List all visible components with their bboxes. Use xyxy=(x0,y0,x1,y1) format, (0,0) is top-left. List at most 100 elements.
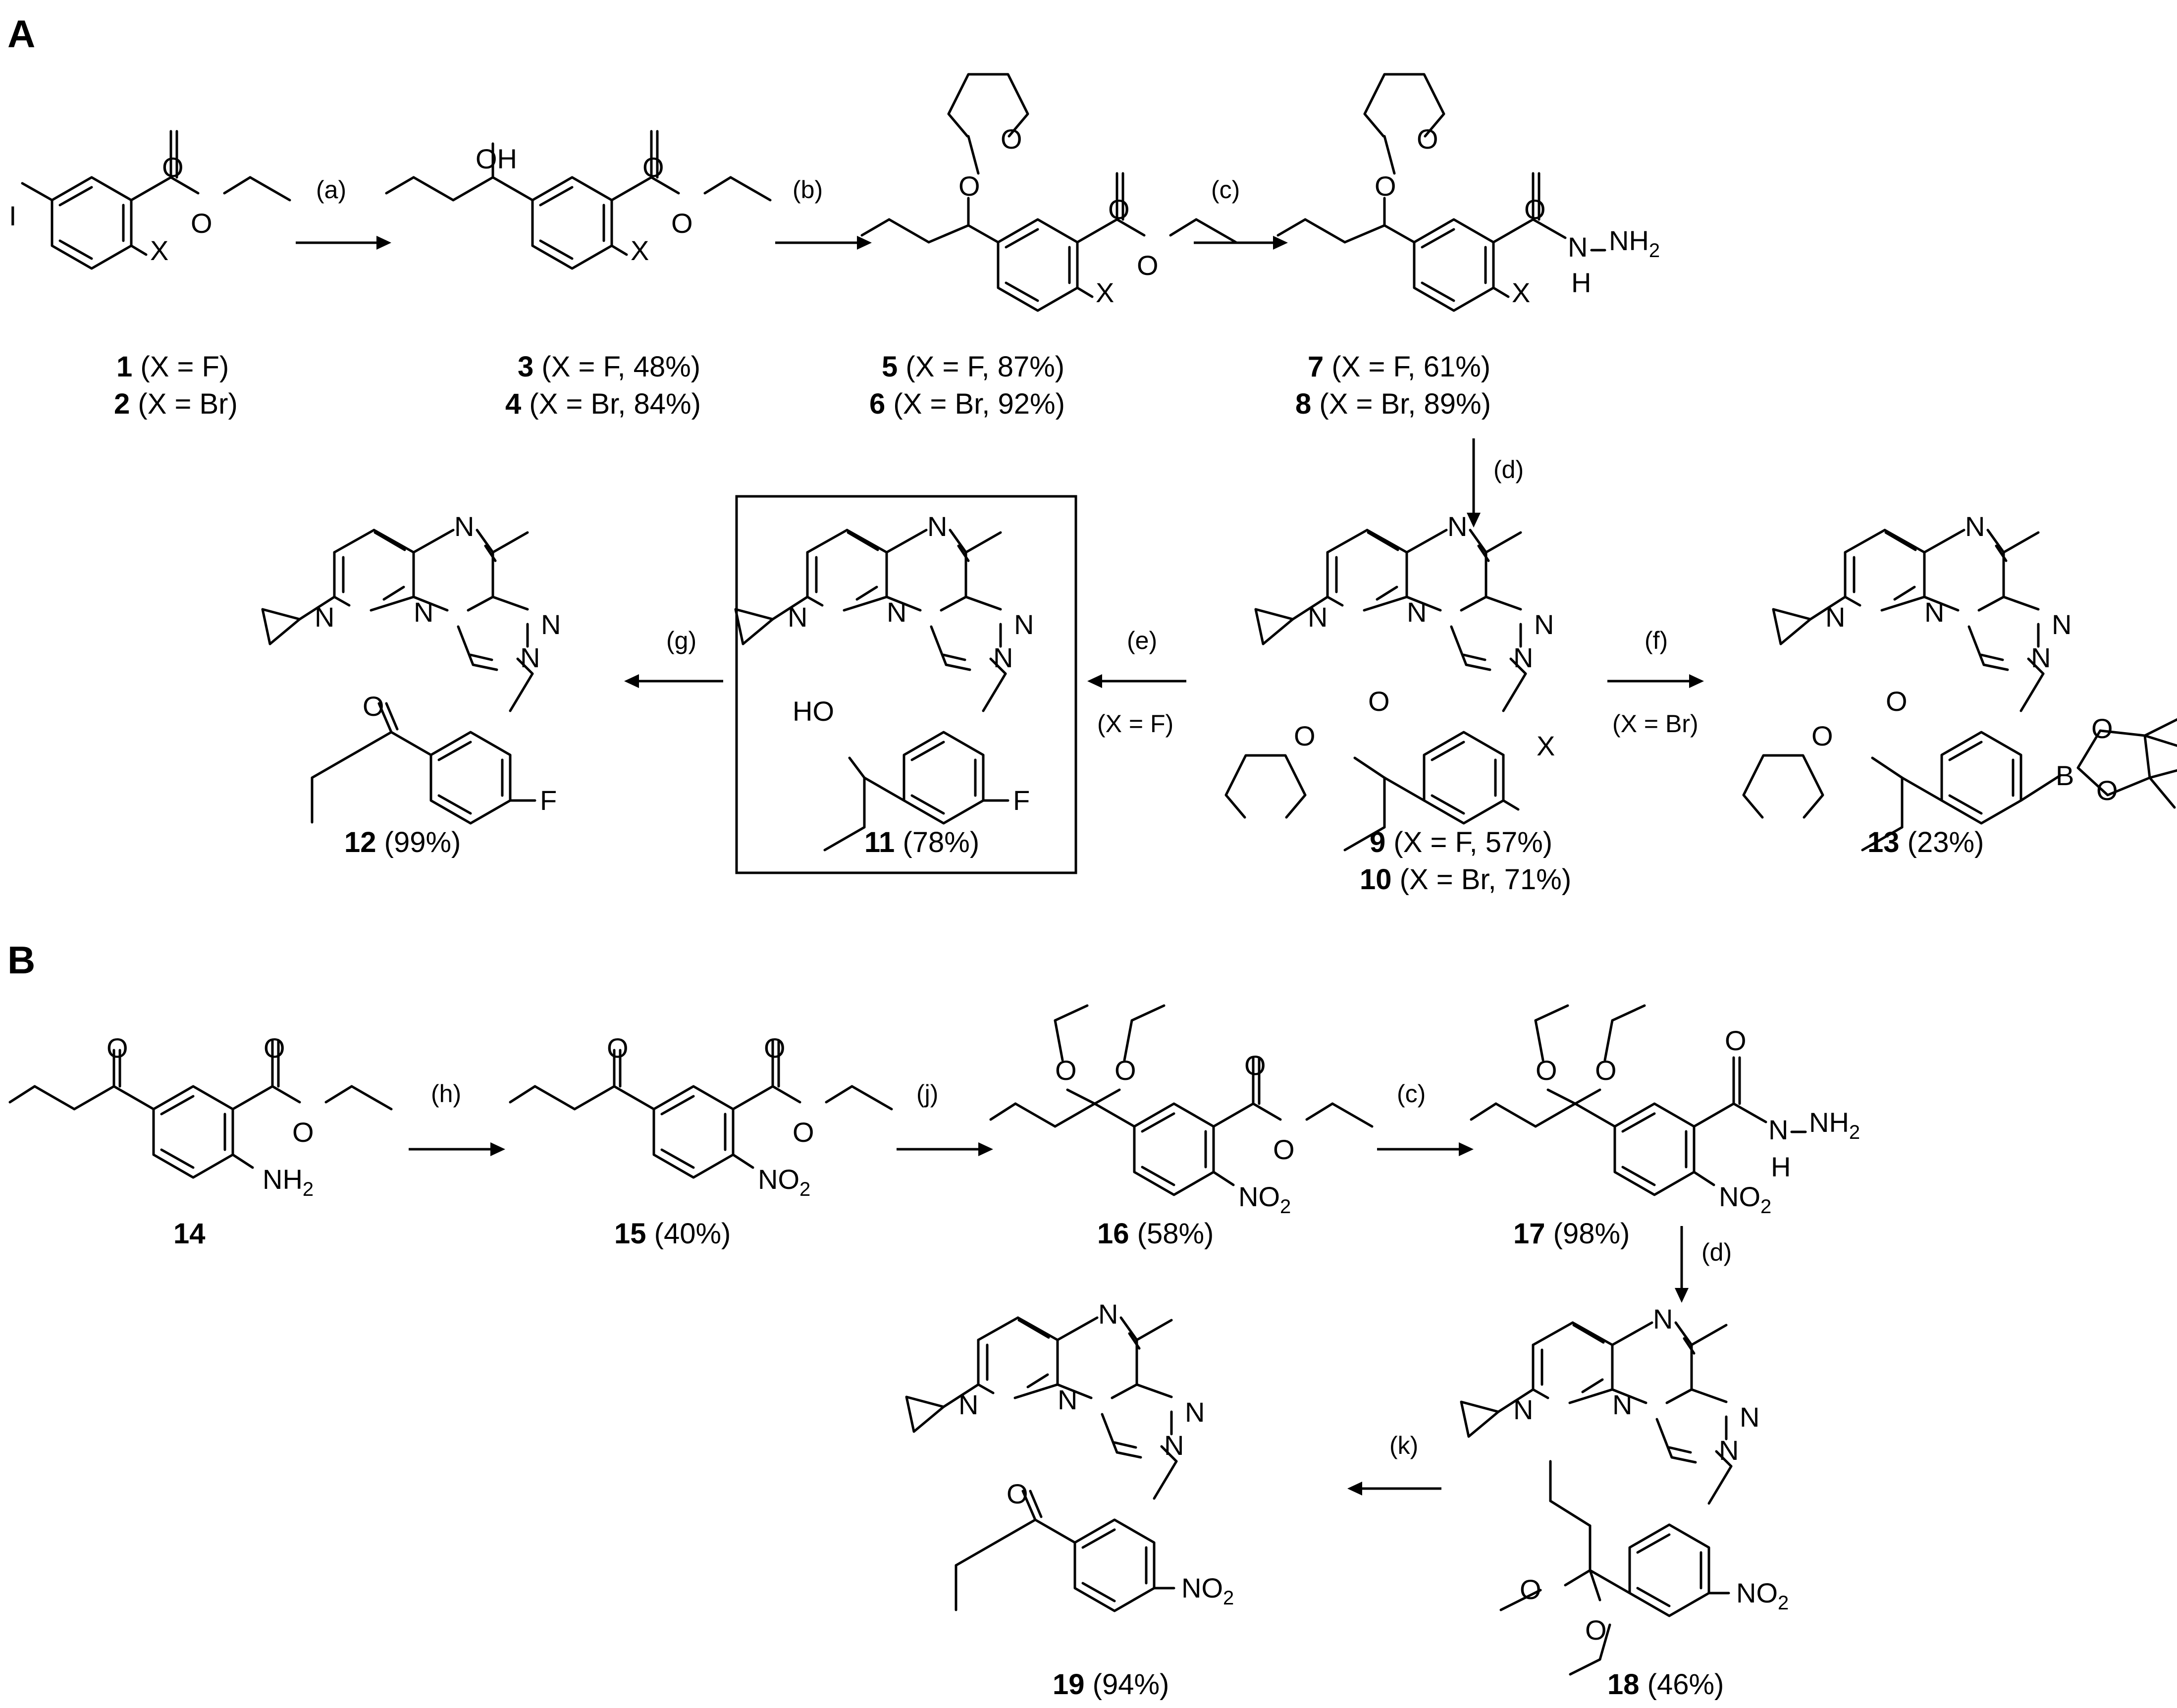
reagent-c-a: (c) xyxy=(1211,176,1240,204)
n-label-13b: N xyxy=(1825,601,1845,633)
compound-3-4-structure xyxy=(385,131,770,268)
o-label-13b: O xyxy=(1811,720,1833,751)
compound-11-box xyxy=(735,495,1077,874)
o-label-14b: O xyxy=(264,1032,285,1064)
reagent-d-b: (d) xyxy=(1701,1238,1732,1266)
o-label-7b: O xyxy=(1417,123,1438,155)
o-label-18a: O xyxy=(1520,1574,1541,1605)
x-label-1: X xyxy=(150,235,168,266)
reagent-j: (j) xyxy=(916,1080,938,1108)
n-label-11c: N xyxy=(927,511,947,542)
nh2-label-17: NH2 xyxy=(1809,1107,1860,1143)
n-label-18c: N xyxy=(1653,1303,1673,1334)
n-label-12d: N xyxy=(541,609,561,640)
h-label-7: H xyxy=(1571,267,1591,298)
caption-17: 17 (98%) xyxy=(1513,1218,1630,1250)
o-label-13c: O xyxy=(2091,713,2113,744)
o-label-7a: O xyxy=(1375,170,1396,202)
o-label-14c: O xyxy=(292,1117,314,1148)
caption-9: 9 (X = F, 57%) xyxy=(1370,826,1552,858)
compound-11-structure xyxy=(736,530,1009,852)
compound-16-structure xyxy=(989,1004,1372,1195)
caption-4: 4 (X = Br, 84%) xyxy=(505,388,701,420)
n-label-13d: N xyxy=(2052,609,2071,640)
n-label-19b: N xyxy=(958,1389,978,1420)
reagent-a: (a) xyxy=(316,176,346,204)
n-label-19e: N xyxy=(1164,1430,1184,1461)
n-label-18e: N xyxy=(1719,1435,1739,1466)
x-label-7: X xyxy=(1512,277,1530,308)
o-label-3b: O xyxy=(671,208,693,239)
o-label-15a: O xyxy=(607,1032,629,1064)
caption-14: 14 xyxy=(173,1218,206,1250)
n-label-11b: N xyxy=(788,601,807,633)
o-label-7c: O xyxy=(1524,194,1546,225)
compound-5-6-structure xyxy=(860,74,1236,311)
n-label-19c: N xyxy=(1098,1298,1118,1330)
reagent-e: (e) xyxy=(1127,627,1157,654)
nh2-label-7: NH2 xyxy=(1609,225,1660,262)
n-label-12a: N xyxy=(414,596,433,628)
caption-19: 19 (94%) xyxy=(1053,1668,1169,1701)
o-label-1b: O xyxy=(191,208,212,239)
n-label-13c: N xyxy=(1965,511,1985,542)
x-label-9: X xyxy=(1537,730,1555,761)
reagent-h: (h) xyxy=(431,1080,461,1108)
n-label-11e: N xyxy=(993,642,1013,673)
h-label-17: H xyxy=(1771,1151,1791,1182)
n-label-18d: N xyxy=(1740,1401,1759,1433)
f-label-12: F xyxy=(540,785,557,816)
caption-5: 5 (X = F, 87%) xyxy=(882,351,1064,383)
n-label-7: N xyxy=(1568,231,1588,263)
compound-1-2-structure xyxy=(21,131,290,268)
condition-e: (X = F) xyxy=(1097,710,1173,738)
o-label-9a: O xyxy=(1368,686,1390,717)
n-label-9e: N xyxy=(1513,642,1533,673)
o-label-5d: O xyxy=(1137,250,1159,281)
compound-18-structure xyxy=(1461,1323,1733,1676)
o-label-15c: O xyxy=(793,1117,814,1148)
caption-3: 3 (X = F, 48%) xyxy=(518,351,700,383)
o-label-17c: O xyxy=(1725,1025,1747,1056)
caption-11: 11 (78%) xyxy=(864,826,979,858)
o-label-16c: O xyxy=(1244,1050,1266,1081)
compound-17-structure xyxy=(1470,1004,1767,1195)
n-label-9d: N xyxy=(1534,609,1554,640)
n-label-12b: N xyxy=(315,601,334,633)
reagent-d-a: (d) xyxy=(1493,456,1524,483)
n-label-11d: N xyxy=(1014,609,1034,640)
o-label-3a: O xyxy=(642,152,664,183)
o-label-17a: O xyxy=(1536,1055,1557,1086)
reagent-c-b: (c) xyxy=(1397,1080,1426,1108)
no2-label-18: NO2 xyxy=(1736,1577,1789,1614)
caption-8: 8 (X = Br, 89%) xyxy=(1295,388,1491,420)
o-label-16d: O xyxy=(1273,1134,1295,1165)
iodine-label: I xyxy=(9,200,17,231)
o-label-16a: O xyxy=(1055,1055,1077,1086)
n-label-18b: N xyxy=(1513,1394,1533,1425)
n-label-13a: N xyxy=(1924,596,1944,628)
no2-label-19: NO2 xyxy=(1181,1572,1234,1609)
n-label-17: N xyxy=(1768,1114,1788,1145)
x-label-5: X xyxy=(1096,277,1114,308)
condition-f: (X = Br) xyxy=(1612,710,1699,738)
oh-label-3: OH xyxy=(476,143,517,174)
n-label-19a: N xyxy=(1058,1384,1077,1415)
compound-19-structure xyxy=(906,1318,1178,1611)
n-label-9c: N xyxy=(1447,511,1467,542)
compound-13-structure xyxy=(1744,530,2177,852)
o-label-15b: O xyxy=(764,1032,786,1064)
n-label-19d: N xyxy=(1185,1396,1205,1428)
o-label-5a: O xyxy=(958,170,980,202)
caption-1: 1 (X = F) xyxy=(116,351,229,383)
no2-label-16: NO2 xyxy=(1238,1181,1291,1218)
caption-12: 12 (99%) xyxy=(344,826,461,858)
caption-2: 2 (X = Br) xyxy=(114,388,238,420)
n-label-11a: N xyxy=(887,596,906,628)
f-label-11: F xyxy=(1013,785,1030,816)
o-label-5c: O xyxy=(1108,194,1130,225)
compound-15-structure xyxy=(509,1040,892,1177)
nh2-label-14: NH2 xyxy=(263,1164,314,1200)
caption-10: 10 (X = Br, 71%) xyxy=(1360,863,1571,896)
